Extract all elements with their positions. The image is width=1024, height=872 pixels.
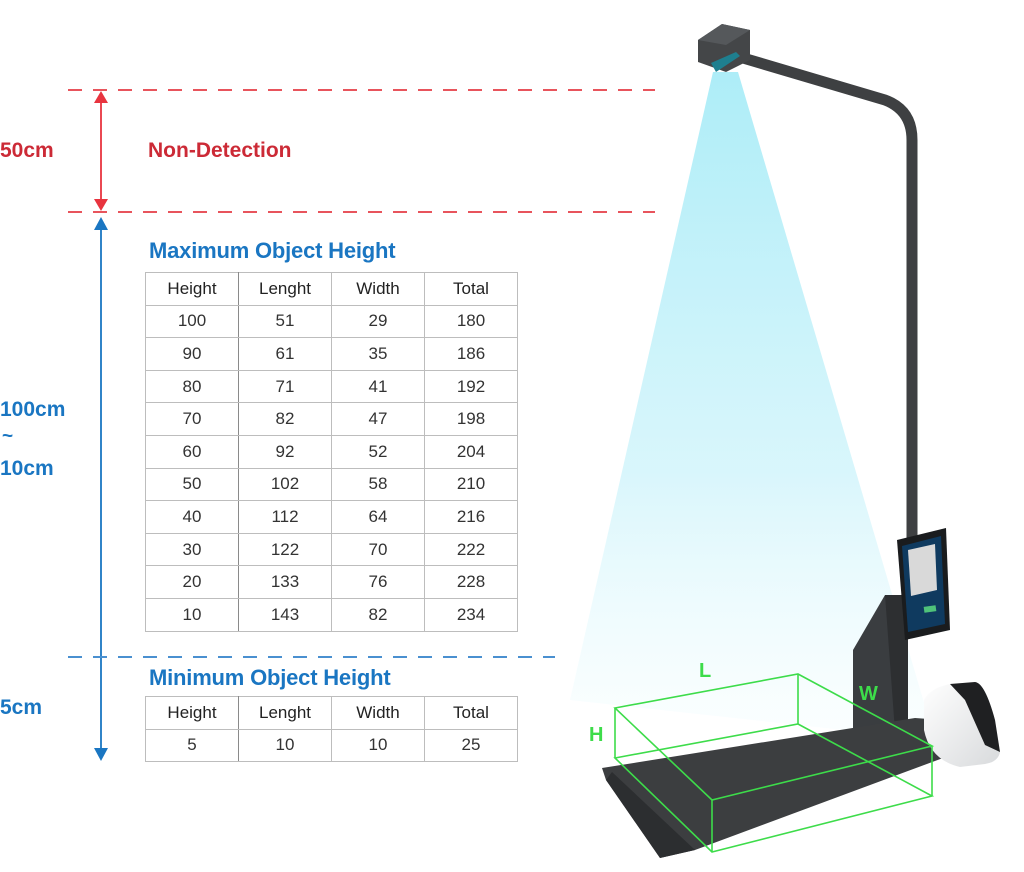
max-table-title: Maximum Object Height	[149, 238, 396, 263]
cell-total: 192	[424, 369, 518, 404]
sensor-head	[698, 24, 750, 72]
cell-height: 10	[145, 597, 239, 632]
pole	[741, 52, 918, 590]
sensor-beam	[570, 72, 935, 740]
cell-height: 30	[145, 532, 239, 567]
col-header-total: Total	[424, 696, 518, 730]
cell-length: 122	[238, 532, 332, 567]
col-header-length: Lenght	[238, 696, 332, 730]
detection-range-bottom: 10cm	[0, 457, 54, 480]
cell-width: 47	[331, 402, 425, 436]
tablet-screen	[897, 528, 950, 640]
device-illustration	[602, 24, 1000, 858]
detection-range-top: 100cm	[0, 398, 66, 421]
col-header-height: Height	[145, 696, 239, 730]
cell-width: 52	[331, 434, 425, 469]
cell-height: 100	[145, 304, 239, 339]
cell-total: 210	[424, 467, 518, 502]
cell-width: 58	[331, 467, 425, 502]
cell-height: 80	[145, 369, 239, 404]
min-table-title: Minimum Object Height	[149, 665, 391, 690]
non-detection-distance: 50cm	[0, 139, 54, 162]
cell-length: 92	[238, 434, 332, 469]
cell-length: 133	[238, 565, 332, 599]
detection-range-arrow	[94, 217, 108, 761]
minimum-distance: 5cm	[0, 696, 43, 719]
cell-length: 10	[238, 728, 332, 763]
cell-width: 29	[331, 304, 425, 339]
box-length-label: L	[699, 660, 712, 682]
cell-length: 102	[238, 467, 332, 502]
cell-height: 40	[145, 500, 239, 534]
col-header-height: Height	[145, 272, 239, 306]
cell-total: 216	[424, 500, 518, 534]
cell-total: 234	[424, 597, 518, 632]
base-plate	[602, 718, 970, 858]
cell-length: 71	[238, 369, 332, 404]
cell-width: 82	[331, 597, 425, 632]
box-height-label: H	[589, 724, 604, 746]
label-printer	[924, 682, 1000, 767]
cell-width: 41	[331, 369, 425, 404]
cell-total: 228	[424, 565, 518, 599]
cell-length: 51	[238, 304, 332, 339]
cell-length: 112	[238, 500, 332, 534]
cell-width: 64	[331, 500, 425, 534]
table-header-row: Height Lenght Width Total	[145, 272, 518, 306]
cell-total: 198	[424, 402, 518, 436]
cell-height: 5	[145, 728, 239, 763]
cell-total: 186	[424, 337, 518, 371]
cell-width: 70	[331, 532, 425, 567]
cell-length: 82	[238, 402, 332, 436]
cell-width: 76	[331, 565, 425, 599]
cell-total: 204	[424, 434, 518, 469]
cell-length: 143	[238, 597, 332, 632]
col-header-width: Width	[331, 272, 425, 306]
object-bounding-box	[613, 673, 935, 853]
cell-height: 20	[145, 565, 239, 599]
table-header-row: Height Lenght Width Total	[145, 696, 518, 730]
cell-length: 61	[238, 337, 332, 371]
box-width-label: W	[859, 683, 878, 705]
cell-total: 25	[424, 728, 518, 763]
cell-height: 60	[145, 434, 239, 469]
non-detection-arrow	[94, 91, 108, 211]
col-header-total: Total	[424, 272, 518, 306]
non-detection-label: Non-Detection	[148, 139, 292, 162]
cell-height: 90	[145, 337, 239, 371]
cell-width: 35	[331, 337, 425, 371]
detection-range-tilde: ~	[2, 426, 14, 447]
cell-width: 10	[331, 728, 425, 763]
col-header-length: Lenght	[238, 272, 332, 306]
cell-height: 50	[145, 467, 239, 502]
cell-total: 222	[424, 532, 518, 567]
cell-height: 70	[145, 402, 239, 436]
cell-total: 180	[424, 304, 518, 339]
col-header-width: Width	[331, 696, 425, 730]
